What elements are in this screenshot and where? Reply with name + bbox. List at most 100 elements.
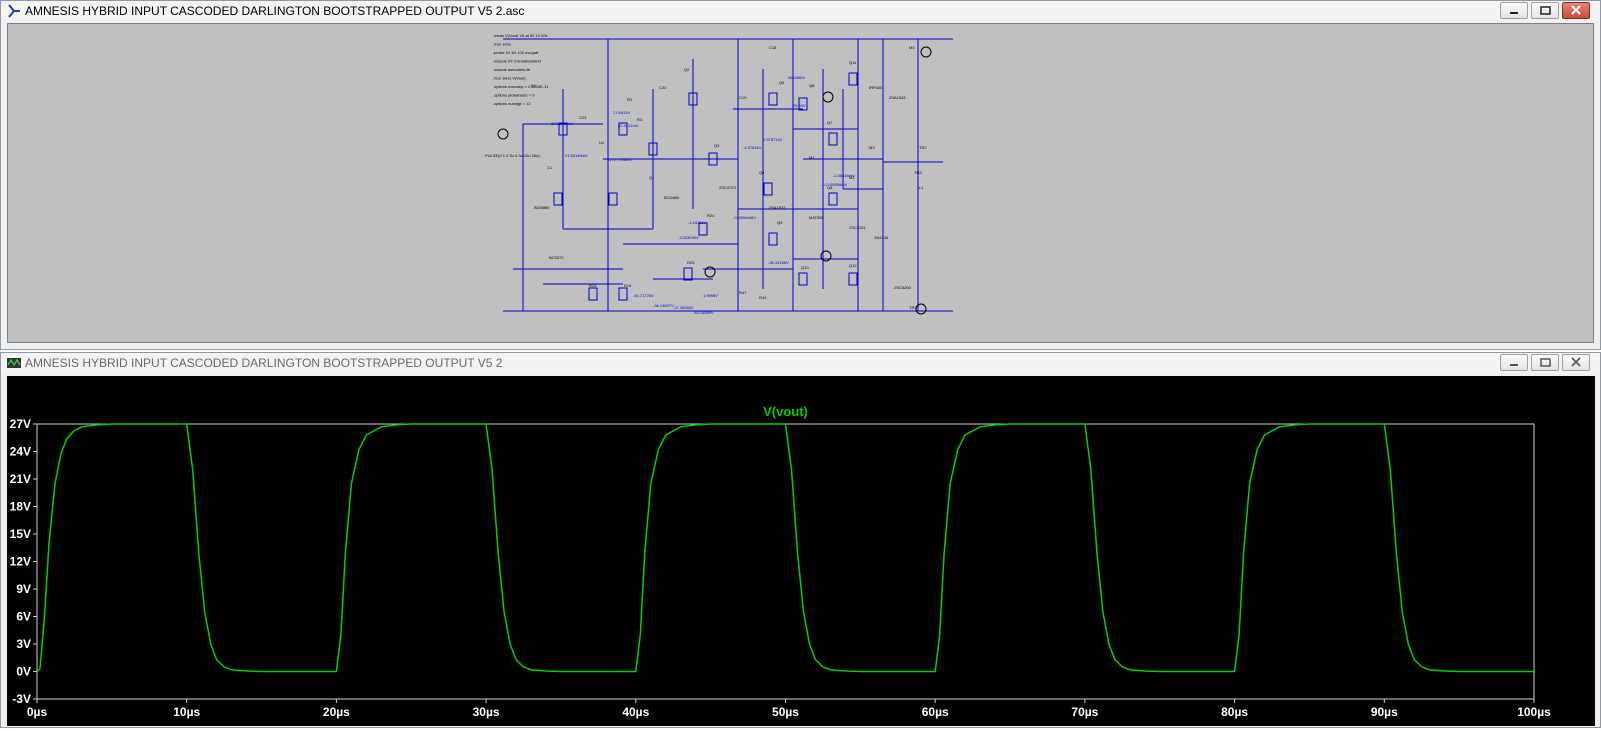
component-label[interactable]: Q6 <box>809 83 815 88</box>
minimize-button[interactable] <box>1500 354 1528 371</box>
schematic-titlebar[interactable]: AMNESIS HYBRID INPUT CASCODED DARLINGTON… <box>1 1 1600 21</box>
source-symbol[interactable] <box>704 266 716 278</box>
circuit-component[interactable] <box>798 272 808 286</box>
source-symbol[interactable] <box>822 91 834 103</box>
spice-directive[interactable]: .include ST CordeBootstrld <box>493 59 541 64</box>
component-label[interactable]: 1N4148 <box>874 235 889 240</box>
circuit-component[interactable] <box>618 287 628 301</box>
circuit-component[interactable] <box>698 222 708 236</box>
component-label[interactable]: R23 <box>687 260 695 265</box>
component-label[interactable]: Q1 <box>649 175 655 180</box>
circuit-component[interactable] <box>553 192 563 206</box>
spice-directive[interactable]: .options maxstep = 2.4833E-11 <box>493 84 549 89</box>
schematic-window[interactable]: AMNESIS HYBRID INPUT CASCODED DARLINGTON… <box>0 0 1601 350</box>
component-label[interactable]: R41 <box>759 295 767 300</box>
component-label[interactable]: TR2 <box>919 145 927 150</box>
circuit-component[interactable] <box>848 272 858 286</box>
component-label[interactable]: U1 <box>599 140 605 145</box>
component-label[interactable]: Q7 <box>827 120 833 125</box>
component-label[interactable]: TR1 <box>909 305 917 310</box>
restore-button[interactable] <box>1531 2 1559 19</box>
component-label[interactable]: R47 <box>739 290 747 295</box>
trace-name-label[interactable]: V(vout) <box>763 404 808 419</box>
waveform-window[interactable]: AMNESIS HYBRID INPUT CASCODED DARLINGTON… <box>0 352 1601 728</box>
component-label[interactable]: Q4 <box>759 170 765 175</box>
component-label[interactable]: MJE350 <box>809 215 824 220</box>
component-label[interactable]: BC557C <box>549 255 564 260</box>
component-label[interactable]: R3 <box>637 117 643 122</box>
component-label[interactable]: R2 <box>627 97 633 102</box>
component-label[interactable]: Q11 <box>849 60 857 65</box>
source-symbol[interactable] <box>915 303 927 315</box>
component-label[interactable]: C1 <box>547 165 553 170</box>
node-voltage-label: -37.26553V <box>673 305 694 310</box>
spice-directive[interactable]: .tran 100u <box>493 42 511 47</box>
circuit-component[interactable] <box>768 92 778 106</box>
component-label[interactable]: Q10 <box>801 265 809 270</box>
circuit-component[interactable] <box>848 72 858 86</box>
circuit-component[interactable] <box>683 267 693 281</box>
spice-directive[interactable]: .four 1kHz V(Vout) <box>493 76 526 81</box>
circuit-component[interactable] <box>708 152 718 166</box>
circuit-component[interactable] <box>768 232 778 246</box>
component-label[interactable]: Q5 <box>779 80 785 85</box>
component-label[interactable]: BC556B <box>534 205 549 210</box>
component-label[interactable]: C19 <box>739 95 747 100</box>
circuit-component[interactable] <box>558 122 568 136</box>
component-label[interactable]: 2SC3281 <box>849 225 866 230</box>
component-label[interactable]: R24 <box>707 213 715 218</box>
spice-directive[interactable]: .meas V(Vout) V5 at 50 10 20s <box>493 33 547 38</box>
component-label[interactable]: IRF540 <box>869 85 883 90</box>
y-tick-label: -3V <box>12 692 31 706</box>
component-label[interactable]: R13 <box>589 283 597 288</box>
source-symbol[interactable] <box>920 46 932 58</box>
component-label[interactable]: 2SC4793 <box>719 185 736 190</box>
component-label[interactable]: M3 <box>869 145 875 150</box>
component-label[interactable]: Q8 <box>827 185 833 190</box>
component-label[interactable]: Q2 <box>684 67 690 72</box>
component-label[interactable]: Q9 <box>777 220 783 225</box>
spice-directive[interactable]: .options plotwinsize = 0 <box>493 93 535 98</box>
close-button[interactable] <box>1562 354 1590 371</box>
component-label[interactable]: M1 <box>809 155 815 160</box>
circuit-component[interactable] <box>608 192 618 206</box>
spice-directive[interactable]: .options numdgt = 12 <box>493 101 531 106</box>
circuit-component[interactable] <box>688 92 698 106</box>
schematic-canvas[interactable]: .meas V(Vout) V5 at 50 10 20s .tran 100u.… <box>7 23 1594 343</box>
circuit-component[interactable] <box>588 287 598 301</box>
restore-button[interactable] <box>1531 354 1559 371</box>
circuit-diagram[interactable]: .meas V(Vout) V5 at 50 10 20s .tran 100u.… <box>8 24 1593 342</box>
component-label[interactable]: M4 <box>909 45 915 50</box>
component-label[interactable]: BC546B <box>664 195 679 200</box>
component-label[interactable]: 2SA1837 <box>769 205 786 210</box>
source-symbol[interactable] <box>497 128 509 140</box>
component-label[interactable]: C18 <box>769 45 777 50</box>
minimize-button[interactable] <box>1500 2 1528 19</box>
component-label[interactable]: 2SC5200 <box>894 285 911 290</box>
component-label[interactable]: R14 <box>624 283 632 288</box>
circuit-component[interactable] <box>828 192 838 206</box>
circuit-component[interactable] <box>763 182 773 196</box>
component-label[interactable]: TR3 <box>914 170 922 175</box>
circuit-component[interactable] <box>828 132 838 146</box>
component-label[interactable]: L1 <box>919 185 924 190</box>
circuit-component[interactable] <box>798 97 808 111</box>
component-label[interactable]: Q12 <box>849 263 857 268</box>
component-label[interactable]: C23 <box>579 115 587 120</box>
circuit-component[interactable] <box>618 122 628 136</box>
component-label[interactable]: R1 <box>531 83 537 88</box>
close-button[interactable] <box>1562 2 1590 19</box>
spice-directive[interactable]: .include asmodels.lib <box>493 67 531 72</box>
component-label[interactable]: M2 <box>849 175 855 180</box>
trace-v-vout[interactable] <box>36 423 1534 673</box>
component-label[interactable]: 2SA1943 <box>889 95 906 100</box>
circuit-component[interactable] <box>648 142 658 156</box>
spice-directive[interactable]: .probe 10 1N 100 nsogatt <box>493 50 539 55</box>
component-label[interactable]: Q3 <box>714 143 720 148</box>
component-label[interactable]: C22 <box>659 85 667 90</box>
source-value-label[interactable]: PULSE(0 1 0 3u 0.3u 10u 20u) <box>485 153 540 158</box>
waveform-titlebar[interactable]: AMNESIS HYBRID INPUT CASCODED DARLINGTON… <box>1 353 1600 373</box>
source-symbol[interactable] <box>820 250 832 262</box>
